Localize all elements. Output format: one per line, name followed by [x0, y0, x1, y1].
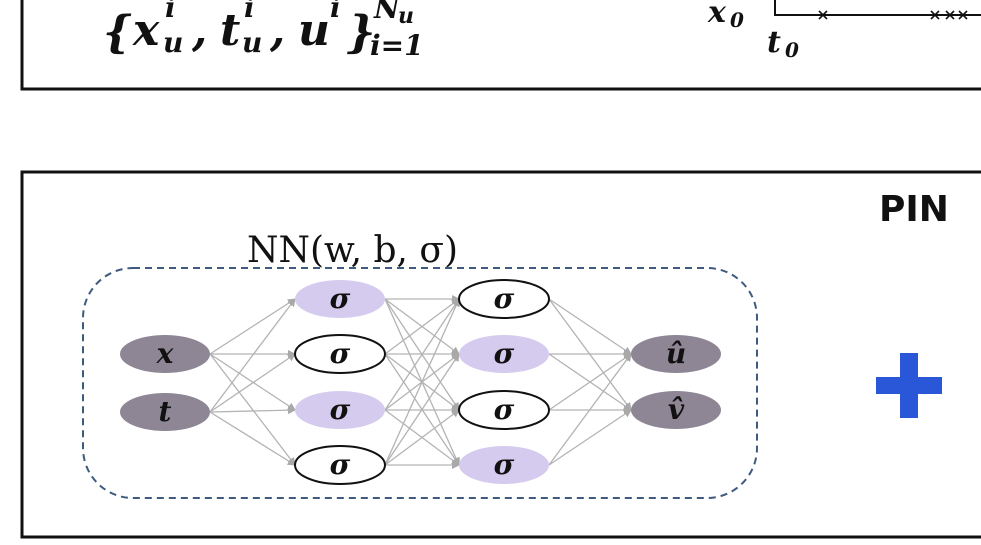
dataset-u-sup: i [330, 0, 341, 24]
hidden1-node-3: σ [295, 391, 385, 429]
hidden1-node-3-shape [295, 391, 385, 429]
hidden1-node-4: σ [294, 445, 386, 485]
hidden1-node-2: σ [294, 334, 386, 374]
input-node-t-shape [120, 393, 210, 431]
input-node-x: x [120, 335, 210, 373]
hidden2-node-3-shape [458, 390, 550, 430]
input-node-t: t [120, 393, 210, 431]
network-label: NN(w, b, σ) [247, 230, 458, 271]
network-edge [209, 353, 296, 411]
axis-tick-marks [818, 10, 968, 20]
hidden1-node-4-label: σ [330, 448, 351, 481]
network-edge [384, 298, 460, 411]
hidden2-node-1: σ [458, 279, 550, 319]
hidden2-node-4: σ [459, 446, 549, 484]
dataset-t: t [220, 5, 240, 56]
dataset-comma-2: , [269, 5, 285, 56]
hidden2-node-2-shape [459, 335, 549, 373]
pinn-title: PIN [879, 189, 949, 230]
hidden1-node-2-label: σ [330, 337, 351, 370]
hidden1-node-1-shape [295, 280, 385, 318]
output-node-2-label: v̂ [668, 393, 685, 426]
hidden2-node-2-label: σ [494, 337, 515, 370]
top-panel-frame [20, 0, 981, 91]
axis-x-label: x [707, 0, 727, 30]
network-edge [209, 353, 296, 413]
network-edge [548, 353, 632, 411]
network-edge [384, 353, 460, 466]
axis-t-label: t [767, 25, 781, 60]
dataset-x: x [132, 5, 160, 56]
hidden1-node-1-label: σ [330, 282, 351, 315]
input-node-x-label: x [156, 337, 174, 370]
output-node-2: v̂ [631, 391, 721, 429]
network-edge [384, 409, 460, 466]
hidden2-node-3: σ [458, 390, 550, 430]
output-node-1-shape [631, 335, 721, 373]
hidden2-node-1-shape [458, 279, 550, 319]
network-edge [209, 298, 296, 413]
bottom-panel-frame [20, 170, 981, 539]
hidden1-node-2-shape [294, 334, 386, 374]
dataset-x-sup: i [165, 0, 176, 24]
dataset-t-sup: i [244, 0, 255, 24]
network-edge [384, 298, 460, 466]
network-dashed-box [82, 267, 758, 499]
hidden2-node-1-label: σ [494, 282, 515, 315]
hidden2-node-4-label: σ [494, 448, 515, 481]
hidden1-node-1: σ [295, 280, 385, 318]
output-node-1-label: û [666, 337, 686, 370]
axis-t-sub: 0 [785, 38, 799, 62]
dataset-upper-n: N [373, 0, 401, 25]
hidden2-node-2: σ [459, 335, 549, 373]
hidden1-node-4-shape [294, 445, 386, 485]
dataset-comma-1: , [191, 5, 207, 56]
dataset-t-sub: u [242, 26, 262, 59]
input-node-x-shape [120, 335, 210, 373]
network-edges [209, 295, 632, 469]
network-edge [548, 409, 632, 466]
top-panel: { x u i , t u i , u i } N u i=1 x 0 t 0 [20, 0, 981, 91]
plus-icon [876, 353, 942, 418]
dataset-u: u [298, 5, 330, 56]
dataset-lower-limit: i=1 [370, 29, 424, 62]
input-node-t-label: t [159, 395, 172, 428]
output-node-2-shape [631, 391, 721, 429]
output-node-1: û [631, 335, 721, 373]
network-edge [209, 298, 296, 355]
axis-x-sub: 0 [730, 8, 744, 32]
hidden2-node-3-label: σ [494, 393, 515, 426]
network-edge [548, 298, 632, 355]
network-edge [548, 353, 632, 466]
dataset-upper-n-sub: u [398, 3, 414, 29]
hidden1-node-3-label: σ [330, 393, 351, 426]
network-edge [209, 411, 296, 466]
network-edge [384, 298, 460, 355]
network-edge [209, 353, 296, 466]
network-edge [209, 406, 296, 415]
dataset-open-brace: { [103, 7, 132, 58]
dataset-x-sub: u [163, 26, 183, 59]
dataset-close-brace: } [347, 7, 375, 58]
axis-corner-line [774, 0, 981, 16]
hidden2-node-4-shape [459, 446, 549, 484]
